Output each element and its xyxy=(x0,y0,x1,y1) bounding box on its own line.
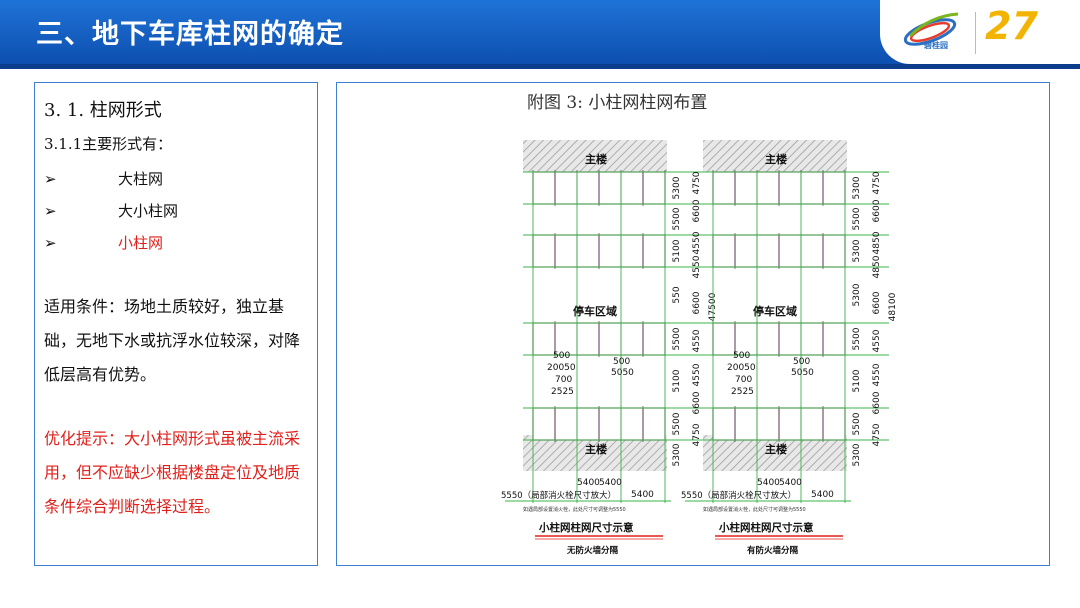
fire-hydrant-note: 5550（局部消火栓尺寸放大） xyxy=(681,490,796,501)
dimension-label: 4850 xyxy=(872,231,882,254)
dimension-label: 5300 xyxy=(672,176,682,199)
bay-dimension-label: 500 xyxy=(733,351,750,361)
dimension-label: 6600 xyxy=(692,199,702,222)
main-building-top xyxy=(703,140,847,172)
bay-dimension-label: 700 xyxy=(735,375,752,385)
diagram-title: 小柱网柱网尺寸示意 xyxy=(538,521,634,534)
small-note: 如遇局部设置消火栓，此处尺寸可调整为5550 xyxy=(703,506,806,513)
diagram-subtitle: 有防火墙分隔 xyxy=(747,545,799,556)
figure-panel xyxy=(336,82,1050,566)
main-building-top xyxy=(523,140,667,172)
dimension-label: 6600 xyxy=(692,391,702,414)
main-building-label: 主楼 xyxy=(765,152,787,166)
dimension-label: 4750 xyxy=(692,171,702,194)
dimension-label: 5300 xyxy=(672,443,682,466)
bottom-dimension: 5400 xyxy=(577,478,600,488)
dimension-label: 4750 xyxy=(692,423,702,446)
bay-dimension-label: 5050 xyxy=(791,368,814,378)
bullet-item: ➢大柱网 xyxy=(44,170,164,188)
small-note: 如遇局部设置消火栓，此处尺寸可调整为5550 xyxy=(523,506,626,513)
dimension-label: 5100 xyxy=(852,369,862,392)
fire-hydrant-note: 5550（局部消火栓尺寸放大） xyxy=(501,490,616,501)
figure-caption: 附图 3: 小柱网柱网布置 xyxy=(527,93,707,113)
bay-dimension-label: 500 xyxy=(793,357,810,367)
bullet-item: ➢大小柱网 xyxy=(44,202,179,220)
bottom-dimension: 5400 xyxy=(811,490,834,500)
header-stripe xyxy=(0,64,1080,69)
plan-no-firewall: 主楼主楼停车区域53005500510055055005100550053004… xyxy=(501,140,718,556)
dimension-label: 4750 xyxy=(872,423,882,446)
logo-divider xyxy=(975,12,976,54)
main-building-label: 主楼 xyxy=(585,152,607,166)
column-grid-figure: 附图 3: 小柱网柱网布置 主楼主楼停车区域530055005100550550… xyxy=(501,93,898,556)
bay-dimension-label: 700 xyxy=(555,375,572,385)
total-dimension-label: 48100 xyxy=(888,292,898,321)
bay-dimension-label: 500 xyxy=(613,357,630,367)
dimension-label: 4850 xyxy=(872,255,882,278)
parking-area-label: 停车区域 xyxy=(753,304,797,318)
dimension-label: 4550 xyxy=(692,255,702,278)
bottom-dimension: 5400 xyxy=(599,478,622,488)
main-building-label: 主楼 xyxy=(765,442,787,456)
dimension-label: 4550 xyxy=(692,363,702,386)
arrow-bullet-icon: ➢ xyxy=(44,234,57,252)
page-title: 三、地下车库柱网的确定 xyxy=(36,19,344,50)
dimension-label: 4550 xyxy=(692,329,702,352)
dimension-label: 5300 xyxy=(852,239,862,262)
dimension-label: 4550 xyxy=(872,329,882,352)
parking-area-label: 停车区域 xyxy=(573,304,617,318)
dimension-label: 5300 xyxy=(852,283,862,306)
main-building-label: 主楼 xyxy=(585,442,607,456)
subsection-title: 3.1.1主要形式有： xyxy=(44,135,173,153)
arrow-bullet-icon: ➢ xyxy=(44,202,57,220)
dimension-label: 4550 xyxy=(692,231,702,254)
anniversary-logo: 27 xyxy=(985,4,1038,48)
bay-dimension-label: 2525 xyxy=(551,387,574,397)
bottom-dimension: 5400 xyxy=(631,490,654,500)
bay-dimension-label: 20050 xyxy=(547,363,576,373)
bay-dimension-label: 5050 xyxy=(611,368,634,378)
left-text-panel xyxy=(34,82,318,566)
dimension-label: 5100 xyxy=(672,369,682,392)
brand-logo-icon xyxy=(903,12,959,46)
arrow-bullet-icon: ➢ xyxy=(44,170,57,188)
dimension-label: 5300 xyxy=(852,176,862,199)
dimension-label: 5500 xyxy=(672,207,682,230)
bay-dimension-label: 500 xyxy=(553,351,570,361)
dimension-label: 550 xyxy=(672,286,682,303)
dimension-label: 6600 xyxy=(872,291,882,314)
section-title: 3. 1. 柱网形式 xyxy=(44,100,162,121)
plan-with-firewall: 主楼主楼停车区域53005500530053005500510055005300… xyxy=(681,140,898,556)
diagram-subtitle: 无防火墙分隔 xyxy=(566,545,619,556)
dimension-label: 5500 xyxy=(852,412,862,435)
dimension-label: 5500 xyxy=(852,207,862,230)
dimension-label: 5500 xyxy=(852,327,862,350)
dimension-label: 6600 xyxy=(872,391,882,414)
dimension-label: 5500 xyxy=(672,327,682,350)
dimension-label: 5100 xyxy=(672,239,682,262)
brand-name: 碧桂园 xyxy=(924,41,948,50)
bay-dimension-label: 2525 xyxy=(731,387,754,397)
optimization-tip: 优化提示：大小柱网形式虽被主流采用，但不应缺少根据楼盘定位及地质条件综合判断选择… xyxy=(44,429,301,516)
dimension-label: 4550 xyxy=(872,363,882,386)
diagram-title: 小柱网柱网尺寸示意 xyxy=(718,521,814,534)
bottom-dimension: 5400 xyxy=(757,478,780,488)
bottom-dimension: 5400 xyxy=(779,478,802,488)
dimension-label: 5500 xyxy=(672,412,682,435)
dimension-label: 6600 xyxy=(872,199,882,222)
dimension-label: 5300 xyxy=(852,443,862,466)
condition-paragraph: 适用条件：场地土质较好，独立基础，无地下水或抗浮水位较深，对降低层高有优势。 xyxy=(44,297,301,384)
bay-dimension-label: 20050 xyxy=(727,363,756,373)
bullet-item-highlighted: ➢小柱网 xyxy=(44,234,164,252)
dimension-label: 4750 xyxy=(872,171,882,194)
dimension-label: 6600 xyxy=(692,291,702,314)
